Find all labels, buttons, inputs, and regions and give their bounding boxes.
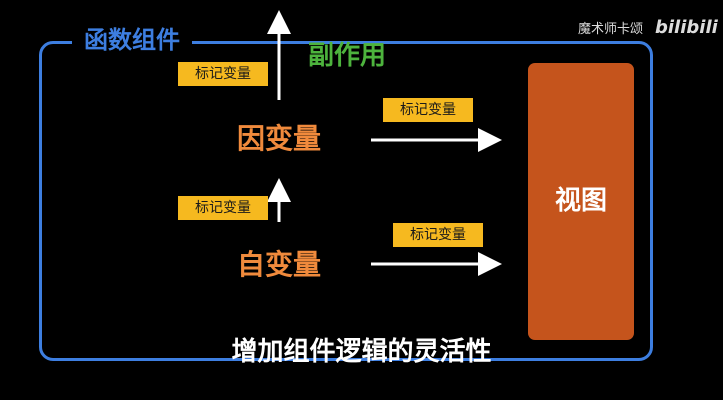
function-component-container [39,41,653,361]
mark-variable-tag: 标记变量 [383,98,473,122]
bilibili-logo: bilibili [655,17,718,38]
mark-variable-tag: 标记变量 [178,196,268,220]
independent-variable-node: 自变量 [237,248,322,281]
view-box [528,63,634,340]
mark-variable-tag: 标记变量 [393,223,483,247]
mark-variable-tag: 标记变量 [178,62,268,86]
view-label: 视图 [554,186,607,216]
container-title: 函数组件 [72,22,192,58]
dependent-variable-node: 因变量 [237,122,322,155]
subtitle-caption: 增加组件逻辑的灵活性 [231,337,492,367]
side-effect-label: 副作用 [308,41,387,71]
watermark-channel: 魔术师卡颂 [578,22,644,37]
